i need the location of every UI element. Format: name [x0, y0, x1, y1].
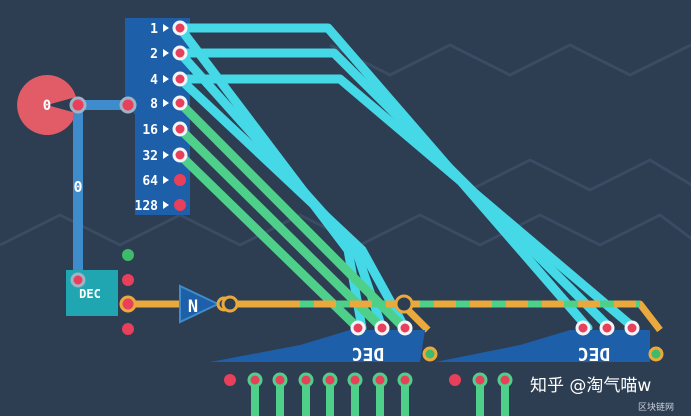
- decoder-2-label: DEC: [578, 343, 611, 364]
- pin-label-16: 16: [142, 123, 158, 138]
- switch-output-pin[interactable]: [69, 96, 87, 114]
- watermark-subtext: 区块链网: [638, 401, 674, 413]
- not-gate-output-pin[interactable]: [221, 295, 239, 313]
- bus-junction-pin[interactable]: [394, 294, 414, 314]
- blue-wire[interactable]: [73, 100, 128, 280]
- not-gate-label: N: [188, 297, 198, 317]
- small-decoder-input-pin[interactable]: [70, 272, 86, 288]
- pin-label-4: 4: [150, 73, 158, 88]
- pin-arrow-icons: [163, 24, 169, 209]
- pin-label-8: 8: [150, 97, 158, 112]
- green-wires[interactable]: [175, 98, 409, 333]
- decoder-1-label: DEC: [352, 343, 385, 364]
- input-switch[interactable]: 0: [17, 75, 76, 136]
- byte-input-block[interactable]: [125, 18, 190, 215]
- background-pattern: [0, 43, 691, 247]
- pin-label-64: 64: [142, 174, 158, 189]
- watermark-text: 知乎 @淘气喵w: [530, 376, 651, 396]
- byte-pin-labels: 1 2 4 8 16 32 64 128: [135, 22, 159, 214]
- byte-pins[interactable]: [172, 20, 188, 211]
- input-switch-value: 0: [43, 98, 51, 114]
- pin-label-2: 2: [150, 47, 158, 62]
- pin-label-128: 128: [135, 199, 159, 214]
- decoder-1[interactable]: DEC: [210, 320, 438, 416]
- byte-input-pin[interactable]: [119, 96, 137, 114]
- wire-value-label: 0: [73, 178, 82, 196]
- pin-label-1: 1: [150, 22, 158, 37]
- small-decoder-label: DEC: [79, 287, 101, 301]
- decoder-2[interactable]: DEC: [435, 320, 664, 416]
- small-decoder-outputs[interactable]: [119, 249, 137, 335]
- pin-label-32: 32: [142, 149, 158, 164]
